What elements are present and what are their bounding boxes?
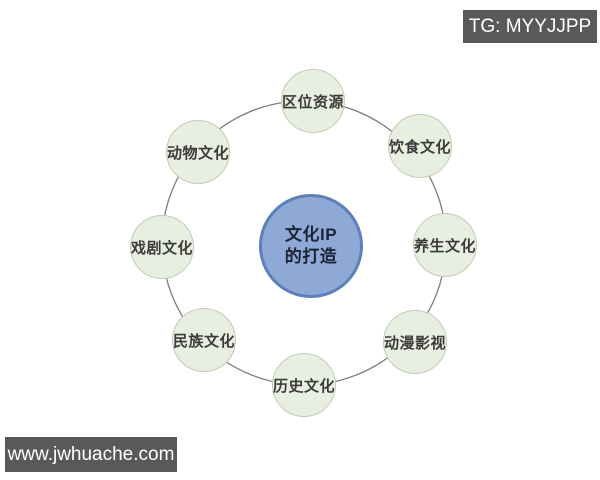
center-node: 文化IP 的打造 [259,194,363,298]
center-label-line2: 的打造 [284,247,338,266]
satellite-label: 饮食文化 [389,138,452,156]
satellite-label: 戏剧文化 [131,239,194,257]
satellite-node-left: 戏剧文化 [130,215,194,279]
watermark-top-right: TG: MYYJJPP [463,10,597,43]
satellite-label: 动漫影视 [384,334,447,352]
satellite-label: 民族文化 [173,332,236,350]
satellite-node-bottom: 历史文化 [272,353,336,417]
satellite-label: 养生文化 [414,237,477,255]
satellite-node-bottom-right: 动漫影视 [383,310,447,374]
satellite-node-right: 养生文化 [413,213,477,277]
satellite-label: 动物文化 [167,144,230,162]
satellite-node-top-left: 动物文化 [166,120,230,184]
satellite-node-bottom-left: 民族文化 [172,308,236,372]
satellite-label: 历史文化 [273,377,336,395]
center-label-line1: 文化IP [284,225,338,244]
satellite-label: 区位资源 [282,93,345,111]
satellite-node-top: 区位资源 [281,69,345,133]
watermark-bottom-left: www.jwhuache.com [5,437,177,472]
satellite-node-top-right: 饮食文化 [388,114,452,178]
